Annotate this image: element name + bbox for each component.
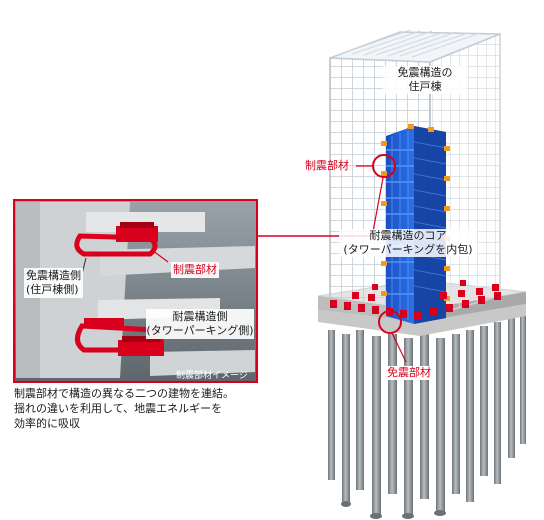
damping-member-label: 制震部材 xyxy=(305,159,349,172)
seismic-core xyxy=(386,126,447,324)
detail-image-note: 制震部材イメージ xyxy=(176,371,248,381)
seismic-side-label: 耐震構造側 (タワーパーキング側) xyxy=(146,309,254,339)
caption: 制震部材で構造の異なる二つの建物を連結。 揺れの違いを利用して、地震エネルギーを… xyxy=(14,386,272,431)
caption-line-3: 効率的に吸収 xyxy=(14,417,80,430)
isolator-blocks xyxy=(330,280,501,320)
foundation-piles xyxy=(328,314,526,519)
detail-damping-member-label: 制震部材 xyxy=(171,262,219,278)
caption-line-2: 揺れの違いを利用して、地震エネルギーを xyxy=(14,402,223,415)
isolation-side-label: 免震構造側 (住戸棟側) xyxy=(24,268,83,298)
caption-line-1: 制震部材で構造の異なる二つの建物を連結。 xyxy=(14,387,234,400)
isolator-highlight-circle xyxy=(378,310,402,334)
isolation-member-label: 免震部材 xyxy=(384,366,434,380)
isolation-structure-label: 免震構造の 住戸棟 xyxy=(383,66,467,94)
core-label: 耐震構造のコア (タワーパーキングを内包) xyxy=(339,229,477,257)
